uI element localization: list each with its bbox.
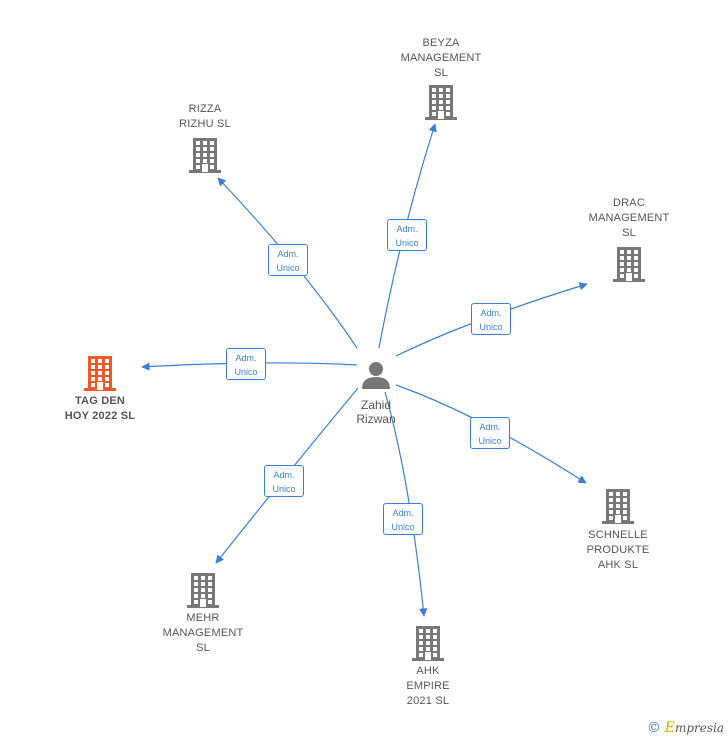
relation-label-tagden: Adm. Unico: [226, 348, 266, 380]
relation-label-line: Adm.: [392, 508, 414, 518]
company-label-line: AHK: [416, 665, 440, 677]
relation-label-line: Adm.: [396, 224, 418, 234]
person-name-line: Rizwan: [356, 412, 396, 426]
company-label-line: MANAGEMENT: [400, 52, 482, 64]
relation-label-ahk: Adm. Unico: [383, 503, 423, 535]
company-label-line: AHK SL: [597, 559, 639, 571]
company-label-line: HOY 2022 SL: [64, 410, 136, 422]
building-icon-ahk[interactable]: [412, 626, 444, 661]
company-label-mehr[interactable]: MEHR MANAGEMENT SL: [143, 611, 263, 656]
relation-label-line: Adm.: [273, 470, 295, 480]
company-label-line: BEYZA: [422, 37, 460, 49]
person-icon[interactable]: [362, 362, 390, 389]
edge-ahk: [384, 391, 428, 617]
building-icon-tagden[interactable]: [84, 356, 116, 391]
person-name-line: Zahid: [360, 398, 392, 412]
building-icon-drac[interactable]: [613, 247, 645, 282]
company-label-schnelle[interactable]: SCHNELLE PRODUKTE AHK SL: [558, 528, 678, 573]
company-label-line: SCHNELLE: [588, 529, 648, 541]
empresia-logo-text: mpresia: [674, 721, 724, 735]
company-label-line: RIZZA: [188, 103, 222, 115]
building-icon-rizza[interactable]: [189, 138, 221, 173]
relation-label-line: Unico: [395, 238, 419, 248]
company-label-line: EMPIRE: [406, 680, 450, 692]
relation-label-line: Adm.: [479, 422, 501, 432]
building-icon-schnelle[interactable]: [602, 489, 634, 524]
relation-label-line: Adm.: [235, 353, 257, 363]
company-label-line: SL: [622, 227, 636, 239]
company-label-line: MANAGEMENT: [588, 212, 670, 224]
company-label-line: SL: [196, 642, 210, 654]
relation-label-beyza: Adm. Unico: [387, 219, 427, 251]
company-label-drac[interactable]: DRAC MANAGEMENT SL: [569, 196, 689, 241]
relation-label-line: Unico: [272, 484, 296, 494]
company-label-line: TAG DEN: [74, 395, 126, 407]
relation-label-schnelle: Adm. Unico: [470, 417, 510, 449]
company-label-line: MANAGEMENT: [162, 627, 244, 639]
company-label-beyza[interactable]: BEYZA MANAGEMENT SL: [381, 36, 501, 81]
company-label-line: MEHR: [186, 612, 220, 624]
company-label-line: 2021 SL: [406, 695, 450, 707]
empresia-watermark: © Empresia: [647, 720, 724, 736]
company-label-line: PRODUKTE: [586, 544, 650, 556]
relation-label-line: Unico: [391, 522, 415, 532]
company-label-ahk[interactable]: AHK EMPIRE 2021 SL: [368, 664, 488, 709]
empresia-logo-initial: E: [664, 720, 675, 736]
relation-label-mehr: Adm. Unico: [264, 465, 304, 497]
relation-label-line: Unico: [276, 263, 300, 273]
relation-label-line: Unico: [234, 367, 258, 377]
relation-label-rizza: Adm. Unico: [268, 244, 308, 276]
company-label-tagden[interactable]: TAG DEN HOY 2022 SL: [40, 394, 160, 424]
company-label-line: DRAC: [613, 197, 645, 209]
building-icon-beyza[interactable]: [425, 85, 457, 120]
relation-label-line: Adm.: [480, 308, 502, 318]
relation-label-line: Unico: [478, 436, 502, 446]
relation-label-drac: Adm. Unico: [471, 303, 511, 335]
company-label-line: RIZHU SL: [179, 118, 231, 130]
relation-label-line: Unico: [479, 322, 503, 332]
company-label-line: SL: [434, 67, 448, 79]
copyright-icon: ©: [646, 720, 661, 736]
company-label-rizza[interactable]: RIZZA RIZHU SL: [145, 102, 265, 132]
building-icon-mehr[interactable]: [187, 573, 219, 608]
relation-label-line: Adm.: [277, 249, 299, 259]
